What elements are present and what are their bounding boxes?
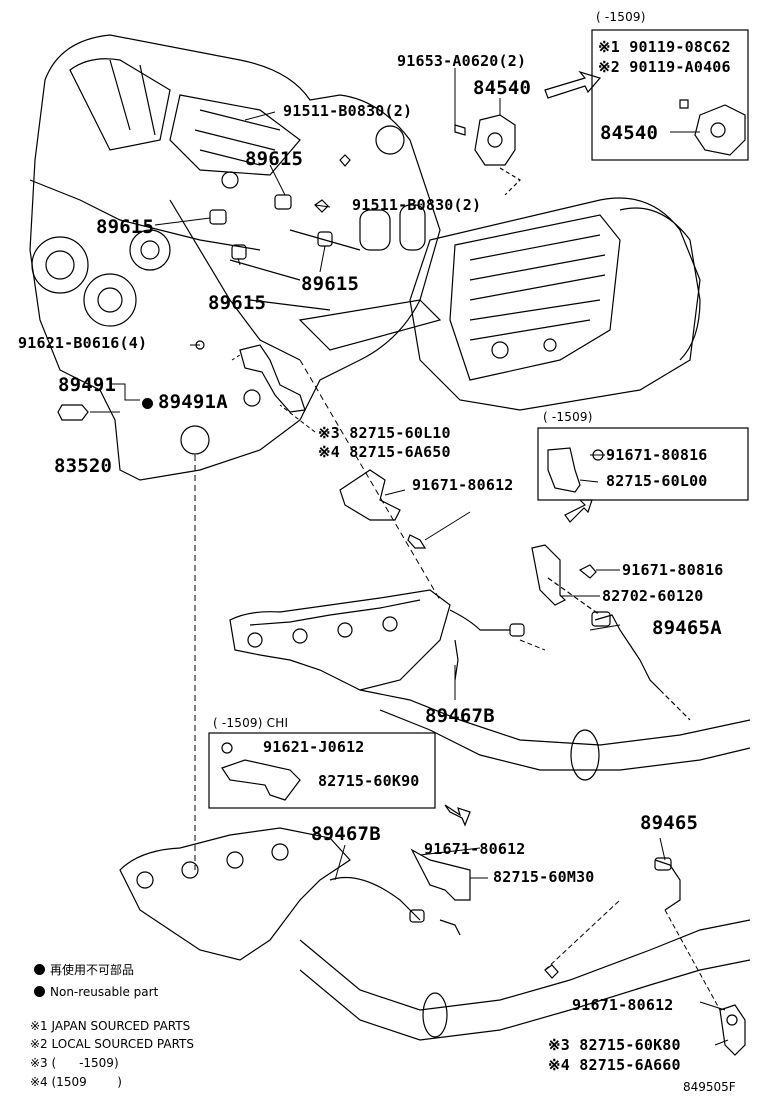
inset-top-line2: ※2 90119-A0406 — [598, 58, 731, 76]
label-89491A: 89491A — [142, 391, 228, 413]
label-89615-a: 89615 — [245, 148, 304, 170]
label-82715-60L10: ※3 82715-60L10 — [318, 424, 451, 442]
inset-chi-82715: 82715-60K90 — [318, 772, 420, 790]
legend-jp: 再使用不可部品 — [34, 963, 134, 978]
inset-top-line1: ※1 90119-08C62 — [598, 38, 731, 56]
label-89467B-b: 89467B — [311, 823, 381, 845]
non-reusable-dot — [142, 398, 153, 409]
legend-en-text: Non-reusable part — [50, 985, 159, 999]
inset-mid-82715: 82715-60L00 — [606, 472, 708, 490]
label-91671-80816: 91671-80816 — [622, 561, 724, 579]
exhaust-manifold-upper — [229, 589, 751, 781]
inset-box-top — [591, 29, 749, 161]
inset-chi-header: ( -1509) CHI — [213, 716, 289, 730]
inset-box-mid — [537, 427, 749, 501]
label-91511-a: 91511-B0830(2) — [283, 102, 413, 120]
leader-lines — [90, 68, 729, 1046]
legend-dot-en — [34, 986, 45, 997]
note-3: ※3 ( -1509) — [30, 1056, 119, 1070]
knock-sensors-drawing — [209, 154, 351, 260]
label-83520: 83520 — [54, 455, 113, 477]
label-89491: 89491 — [58, 374, 117, 396]
exhaust-manifold-lower — [119, 827, 751, 1056]
inset-top-84540: 84540 — [600, 122, 659, 144]
label-82702: 82702-60120 — [602, 587, 704, 605]
sensor-84540-drawing — [454, 70, 746, 196]
direction-arrows — [444, 499, 593, 827]
label-82715-60M30: 82715-60M30 — [493, 868, 595, 886]
label-89465: 89465 — [640, 812, 699, 834]
label-82715-6A660: ※4 82715-6A660 — [548, 1056, 681, 1074]
inset-top-header: ( -1509) — [596, 10, 646, 24]
label-89465A: 89465A — [652, 617, 722, 639]
label-84540-top: 84540 — [473, 77, 532, 99]
legend-dot-jp — [34, 964, 45, 975]
bracket-82702-drawing — [531, 544, 691, 721]
label-82715-60K80: ※3 82715-60K80 — [548, 1036, 681, 1054]
label-89491A-text: 89491A — [158, 391, 228, 413]
label-89615-c: 89615 — [208, 292, 267, 314]
note-4: ※4 (1509 ) — [30, 1075, 122, 1089]
engine-block-drawing — [29, 34, 442, 481]
note-2: ※2 LOCAL SOURCED PARTS — [30, 1037, 194, 1051]
bracket-60L10-drawing — [339, 469, 427, 549]
inset-chi-91621: 91621-J0612 — [263, 738, 365, 756]
legend-en: Non-reusable part — [34, 985, 158, 1000]
label-91653: 91653-A0620(2) — [397, 52, 527, 70]
note-1: ※1 JAPAN SOURCED PARTS — [30, 1019, 191, 1033]
label-89615-d: 89615 — [301, 273, 360, 295]
legend-jp-text: 再使用不可部品 — [50, 963, 135, 977]
crank-sensor-drawing — [57, 340, 306, 421]
label-89615-b: 89615 — [96, 216, 155, 238]
label-89467B-a: 89467B — [425, 705, 495, 727]
inset-box-chi — [208, 732, 436, 809]
transmission-drawing — [409, 197, 701, 411]
label-82715-6A650: ※4 82715-6A650 — [318, 443, 451, 461]
label-91671-80612-a: 91671-80612 — [412, 476, 514, 494]
diagram-id: 849505F — [683, 1080, 736, 1094]
label-91621: 91621-B0616(4) — [18, 334, 148, 352]
inset-mid-91671: 91671-80816 — [606, 446, 708, 464]
label-91671-80612-c: 91671-80612 — [572, 996, 674, 1014]
inset-mid-header: ( -1509) — [543, 410, 593, 424]
label-91671-80612-b: 91671-80612 — [424, 840, 526, 858]
label-91511-b: 91511-B0830(2) — [352, 196, 482, 214]
